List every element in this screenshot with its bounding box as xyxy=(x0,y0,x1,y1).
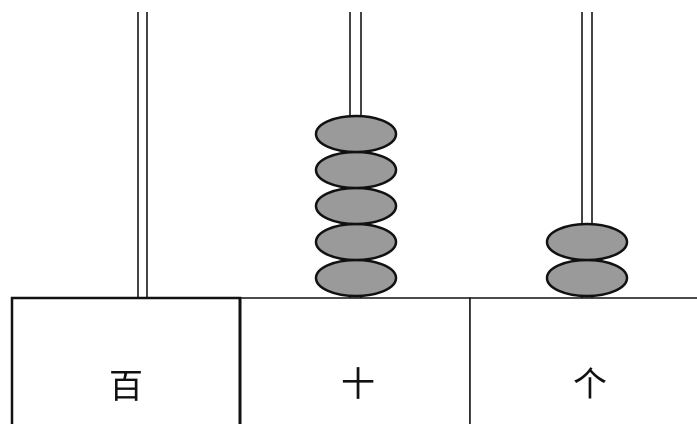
bead-ones-1 xyxy=(545,258,629,298)
base-box-ones xyxy=(469,297,697,424)
label-hundreds: 百 xyxy=(109,367,143,407)
rod-hundreds xyxy=(137,12,148,298)
bead-tens-5 xyxy=(314,114,398,154)
bead-tens-2 xyxy=(314,222,398,262)
base-box-hundreds xyxy=(10,296,242,424)
base-box-tens xyxy=(239,297,471,424)
label-ones: 个 xyxy=(573,365,607,405)
bead-tens-1 xyxy=(314,258,398,298)
label-tens: 十 xyxy=(341,365,375,405)
bead-tens-4 xyxy=(314,150,398,190)
beads-ones xyxy=(545,222,629,298)
bead-tens-3 xyxy=(314,186,398,226)
bead-ones-2 xyxy=(545,222,629,262)
beads-tens xyxy=(314,114,398,298)
